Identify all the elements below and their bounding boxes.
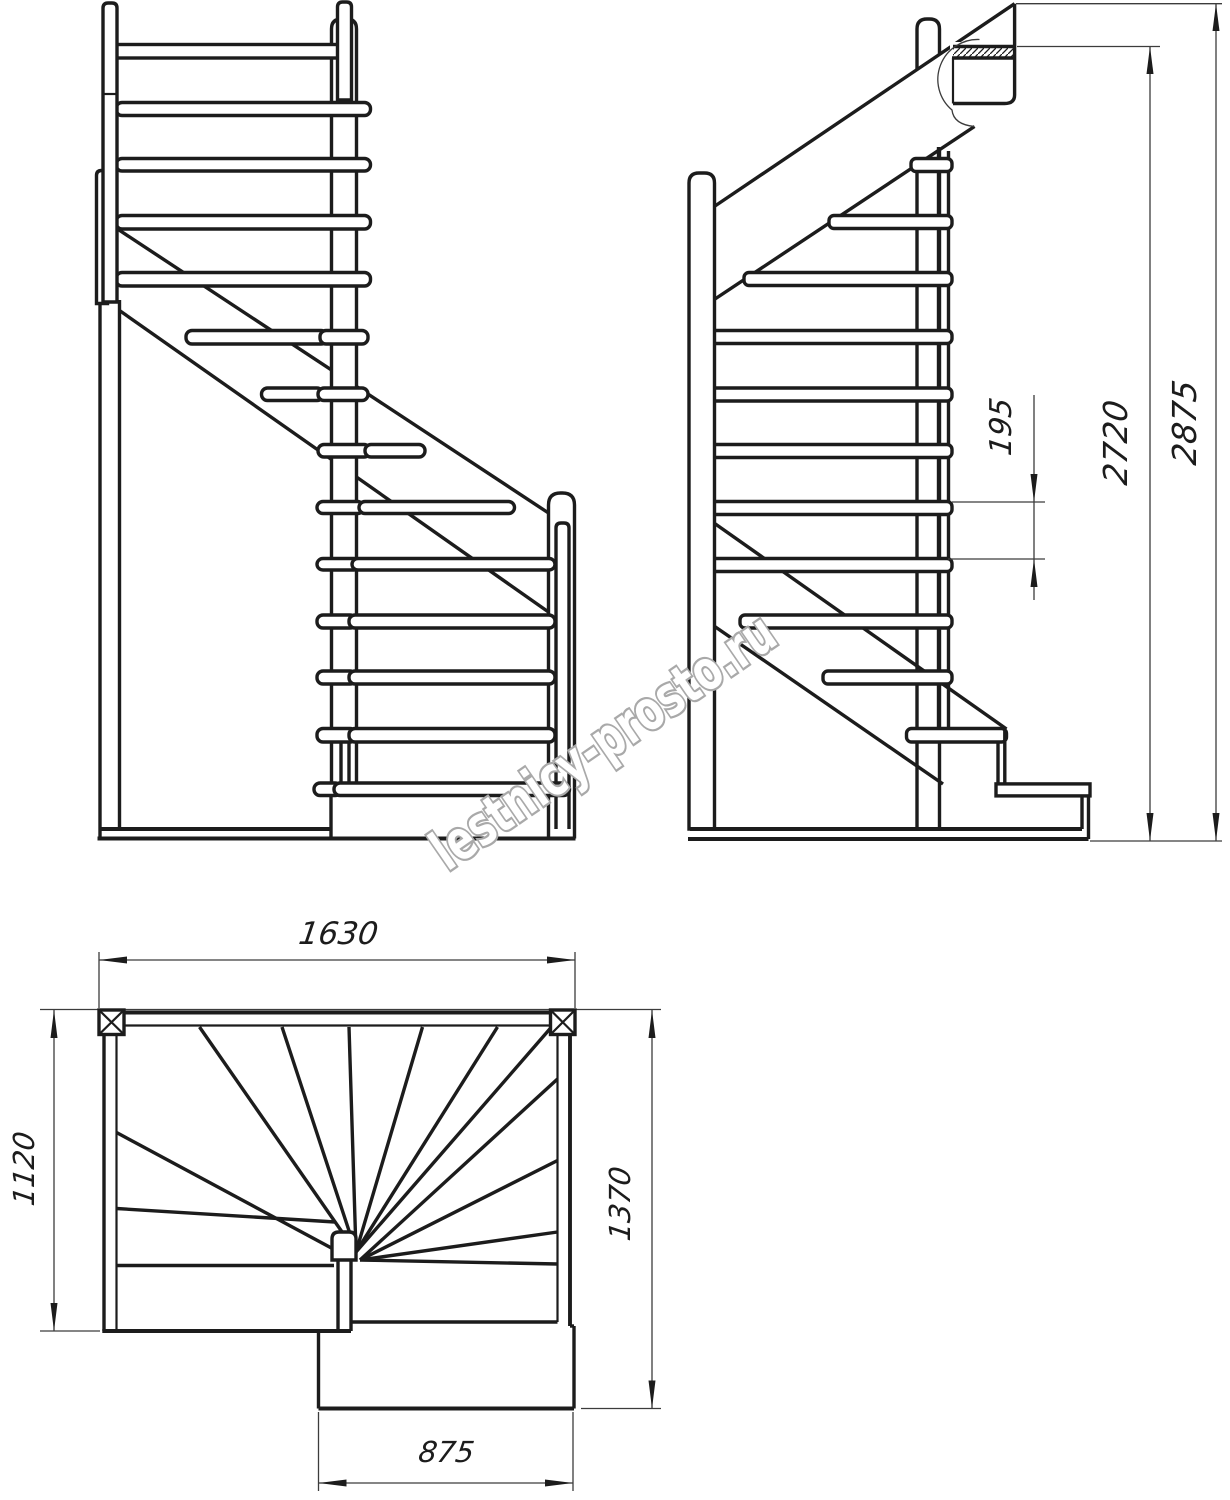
plan-dimension-1630-polygon-5 (547, 956, 575, 964)
side-dimensions-polygon-14 (1030, 559, 1038, 587)
plan-dimension-1630-polygon-4 (99, 956, 127, 964)
side-treads-rect-8 (708, 556, 954, 574)
front-lower-bars-rect-4 (347, 613, 557, 630)
side-treads-rect-11 (904, 726, 1009, 744)
plan-corner-post-right (548, 1008, 577, 1037)
side-treads-rect-1 (909, 156, 954, 174)
side-treads-rect-3 (742, 270, 954, 288)
plan-winder-treads-line-12 (359, 1258, 558, 1266)
side-treads-rect-10 (821, 669, 954, 686)
plan-view: 1630 1120 1370 875 (7, 916, 661, 1491)
dimension-195-label: 195 (984, 396, 1019, 458)
front-right-inner-post (554, 521, 571, 829)
plan-dimension-875: 875 (317, 1412, 574, 1491)
side-landing-hatch (953, 46, 1015, 58)
side-dimensions-polygon-13 (1030, 474, 1038, 502)
plan-dimension-1370-polygon-4 (648, 1380, 656, 1409)
dimension-875-label: 875 (416, 1435, 476, 1469)
front-rail-4 (114, 213, 373, 231)
plan-winder-treads-line-3 (347, 1026, 358, 1253)
plan-dimension-1120-polygon-4 (50, 1303, 58, 1331)
side-handrail-band-fill (715, 3, 1015, 299)
front-pole-front-baluster (335, 0, 354, 102)
plan-winder-treads-line-4 (354, 1026, 425, 1253)
plan-corner-post-right-line-3 (549, 1009, 576, 1036)
dimension-2875-label: 2875 (1165, 378, 1204, 467)
front-treads-rect-3 (259, 386, 325, 403)
plan-winder-treads (115, 1025, 559, 1268)
plan-dimension-875-polygon-4 (318, 1479, 347, 1487)
front-treads-rect-6 (363, 442, 427, 459)
side-treads-rect-9 (738, 613, 954, 630)
plan-dimension-875-polygon-5 (545, 1479, 573, 1487)
side-landing-right-bottom (953, 3, 1017, 106)
side-treads-rect-5 (708, 386, 954, 403)
side-treads-rect-4 (708, 328, 954, 346)
side-dimensions-polygon-6 (1146, 46, 1154, 74)
plan-corner-post-left-line-3 (98, 1009, 125, 1036)
plan-center-pole (330, 1230, 358, 1262)
side-elevation-view: 2720 2875 195 (687, 2, 1222, 842)
side-dimensions-polygon-8 (1212, 3, 1220, 31)
side-left-newel-post (687, 171, 717, 831)
side-dimensions-polygon-9 (1212, 813, 1220, 841)
plan-winder-treads-line-11 (359, 1230, 558, 1262)
plan-dimension-1630: 1630 (98, 916, 576, 1008)
dimension-2720-label: 2720 (1096, 398, 1135, 487)
dimension-1370-label: 1370 (603, 1164, 637, 1243)
plan-dimension-1370-polygon-3 (648, 1010, 656, 1038)
side-stringer-lower-edge (713, 624, 944, 786)
dimension-1630-label: 1630 (296, 916, 380, 952)
side-dimensions-polygon-7 (1146, 813, 1154, 841)
side-balusters (936, 147, 951, 729)
side-dimensions: 2720 2875 195 (948, 3, 1222, 842)
front-rail-1 (114, 42, 344, 60)
plan-winder-treads-line-7 (115, 1131, 351, 1260)
plan-dimension-1370: 1370 (581, 1010, 661, 1410)
front-treads-rect-8 (357, 499, 517, 516)
front-lower-bars (315, 556, 557, 744)
plan-winder-treads-line-6 (354, 1025, 553, 1254)
plan-winder-treads-line-10 (359, 1158, 559, 1262)
front-treads-rect-2 (318, 328, 370, 346)
front-rail-5 (114, 270, 373, 288)
side-treads-rect-6 (708, 442, 954, 460)
plan-corner-post-left (97, 1008, 126, 1037)
dimension-1120-label: 1120 (7, 1129, 41, 1208)
front-treads-rect-1 (184, 328, 329, 346)
plan-winder-treads-line-5 (354, 1026, 499, 1253)
plan-winder-treads-line-8 (116, 1206, 336, 1224)
plan-dimension-1120: 1120 (7, 1010, 100, 1332)
plan-winder-treads-line-9 (358, 1077, 559, 1262)
plan-dimension-1120-polygon-3 (50, 1010, 58, 1038)
side-treads-rect-2 (827, 213, 954, 231)
side-treads-rect-7 (708, 499, 954, 517)
plan-winder-treads-line-1 (198, 1026, 358, 1253)
side-handrail-arc (937, 38, 980, 128)
front-lower-bars-rect-2 (350, 556, 557, 572)
side-step-2 (994, 782, 1092, 798)
side-handrail-upper-edge (714, 2, 1016, 208)
front-treads (184, 328, 517, 516)
front-rail-2 (114, 100, 373, 118)
front-left-newel-post (101, 1, 119, 304)
front-treads-rect-4 (316, 386, 370, 403)
front-rail-3 (114, 156, 373, 173)
front-elevation-view (94, 0, 577, 841)
front-lower-bars-rect-8 (347, 726, 557, 744)
side-handrail-lower-edge (714, 125, 976, 301)
front-lower-bars-rect-6 (347, 669, 557, 686)
plan-winder-treads-line-2 (280, 1026, 358, 1253)
front-treads-rect-7 (315, 499, 366, 516)
front-bottom-tread-b (332, 781, 572, 798)
front-treads-rect-5 (316, 442, 372, 459)
